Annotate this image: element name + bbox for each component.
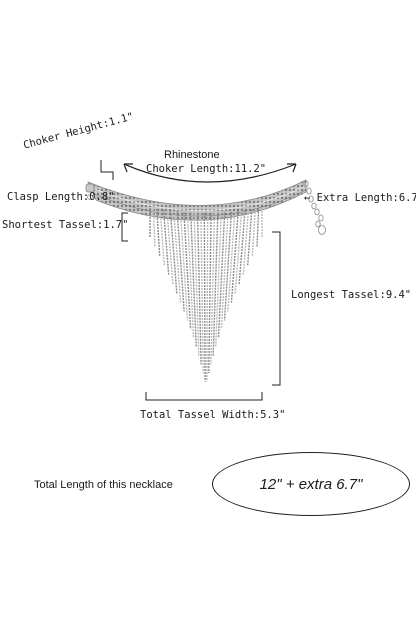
tassel-strand bbox=[183, 212, 192, 330]
rhinestone-label: Rhinestone bbox=[164, 149, 220, 161]
extra-length-label: ← Extra Length:6.7" bbox=[304, 192, 416, 204]
total-length-value: 12" + extra 6.7" bbox=[259, 475, 363, 493]
tassel-strand bbox=[242, 209, 250, 276]
choker-length-arrow bbox=[123, 163, 297, 183]
tassel-strand bbox=[234, 210, 243, 294]
tassel-strand bbox=[173, 211, 182, 303]
tassel-fringe bbox=[149, 208, 263, 382]
extension-chain bbox=[303, 180, 326, 235]
chain-link bbox=[314, 208, 320, 216]
clasp-length-label: Clasp Length:0.8" bbox=[7, 191, 115, 203]
chain-link bbox=[308, 195, 314, 203]
tassel-strand bbox=[203, 212, 206, 382]
tassel-strand bbox=[200, 212, 204, 374]
shortest-tassel-bracket bbox=[121, 212, 128, 242]
tassel-strand bbox=[152, 208, 156, 248]
tassel-strand bbox=[210, 212, 216, 365]
tassel-strand bbox=[215, 212, 222, 347]
chain-link bbox=[311, 202, 317, 210]
tassel-strand bbox=[220, 212, 229, 330]
tassel-strand bbox=[156, 208, 161, 257]
total-length-oval: 12" + extra 6.7" bbox=[212, 452, 410, 516]
total-length-label: Total Length of this necklace bbox=[34, 479, 173, 491]
longest-tassel-label: Longest Tassel:9.4" bbox=[291, 289, 412, 301]
tassel-strand bbox=[256, 208, 260, 248]
tassel-strand bbox=[196, 212, 202, 365]
tassel-width-bracket bbox=[145, 392, 263, 401]
tassel-strand bbox=[190, 212, 197, 347]
tassel-strand bbox=[169, 210, 178, 294]
shortest-tassel-label: Shortest Tassel:1.7" bbox=[2, 219, 129, 231]
chain-link bbox=[318, 214, 324, 222]
tassel-strand bbox=[217, 212, 226, 339]
tassel-strand bbox=[223, 211, 233, 321]
tassel-strand bbox=[162, 209, 170, 276]
tassel-strand bbox=[186, 212, 195, 339]
total-tassel-width-label: Total Tassel Width:5.3" bbox=[140, 409, 286, 421]
clasp bbox=[85, 183, 95, 200]
tassel-strand bbox=[176, 211, 185, 312]
tassel-strand bbox=[238, 210, 246, 285]
chain-link bbox=[318, 225, 326, 235]
tassel-strand bbox=[206, 212, 209, 382]
tassel-strand bbox=[179, 211, 189, 321]
chain-link bbox=[306, 187, 312, 195]
tassel-strand bbox=[159, 209, 166, 267]
choker-height-bracket bbox=[100, 160, 114, 180]
tassel-strand bbox=[230, 211, 239, 303]
tassel-strand bbox=[166, 210, 174, 285]
tassel-strand bbox=[246, 209, 253, 267]
chain-link bbox=[315, 220, 321, 228]
tassel-strand bbox=[208, 212, 212, 374]
choker-length-label: Choker Length:11.2" bbox=[146, 163, 267, 175]
tassel-strand bbox=[227, 211, 236, 312]
tassel-strand bbox=[251, 208, 256, 257]
longest-tassel-bracket bbox=[272, 231, 281, 386]
chain-link bbox=[303, 180, 309, 188]
